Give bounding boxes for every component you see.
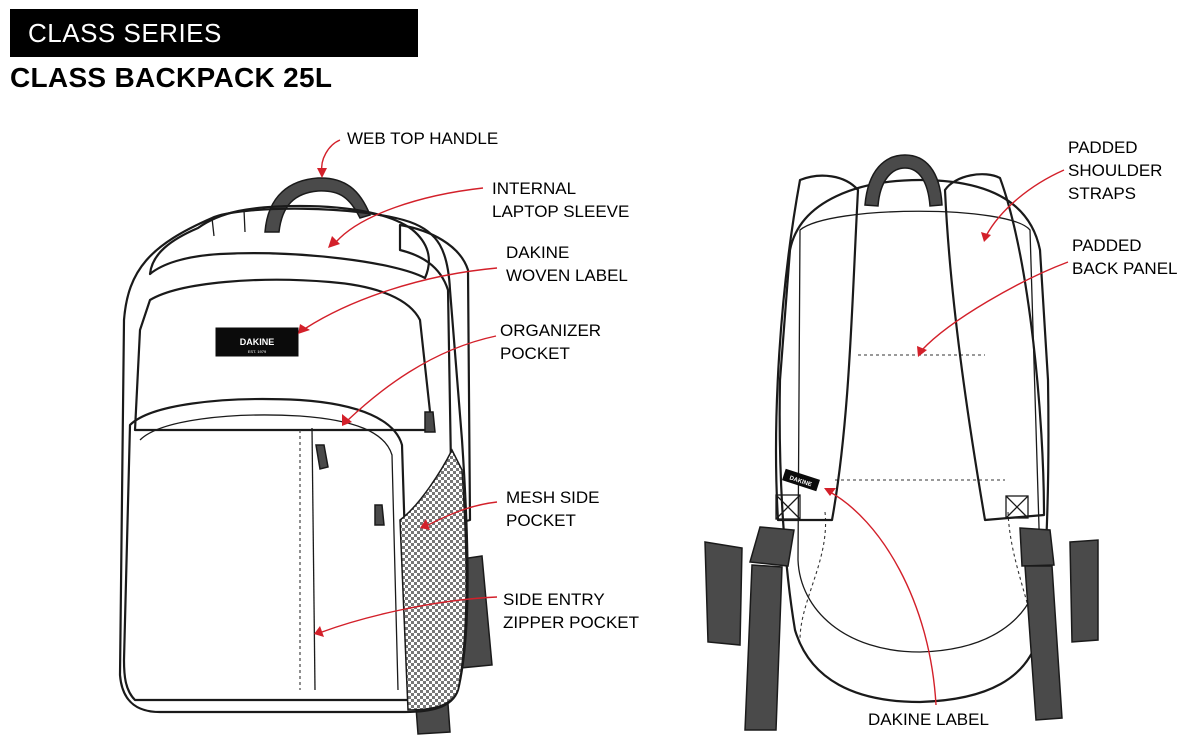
front-main-panel — [133, 278, 434, 432]
front-label-text: DAKINE — [240, 337, 275, 347]
back-left-shoulder-strap — [774, 174, 860, 522]
arrowhead-back-panel — [917, 346, 927, 357]
back-left-xbox-cross — [775, 494, 801, 520]
arrowhead-shoulder-straps — [981, 232, 991, 242]
back-panel-dash — [799, 354, 1036, 641]
front-zipper-pull-3 — [374, 504, 385, 526]
arrow-side-entry — [321, 596, 498, 633]
callout-laptop-line-1: INTERNAL — [492, 179, 577, 198]
callout-organizer-line-2: POCKET — [500, 344, 570, 363]
back-left-webbing — [744, 564, 783, 731]
callout-organizer-line-1: ORGANIZER — [500, 321, 602, 340]
callout-mesh-line-1: MESH SIDE — [506, 488, 600, 507]
back-left-side-strap — [704, 541, 743, 646]
back-body-outline — [778, 178, 1050, 704]
callout-back-panel-line-1: PADDED — [1072, 236, 1142, 255]
back-right-shoulder-strap — [943, 173, 1046, 522]
arrow-shoulder-straps — [985, 169, 1065, 237]
back-right-xbox-cross — [1005, 495, 1029, 519]
product-title: CLASS BACKPACK 25L — [10, 62, 333, 93]
callout-woven-line-1: DAKINE — [506, 243, 570, 262]
arrow-back-panel — [921, 261, 1069, 351]
callout-side-entry-line-2: ZIPPER POCKET — [503, 613, 640, 632]
callout-padded-shoulder-straps: PADDED SHOULDER STRAPS — [1068, 136, 1162, 205]
callout-side-entry-zipper-pocket: SIDE ENTRY ZIPPER POCKET — [503, 588, 639, 634]
back-view: DAKINE — [704, 154, 1099, 731]
front-view: DAKINE EST. 1979 — [118, 177, 493, 735]
front-body-outline — [118, 207, 469, 714]
arrowhead-organizer — [342, 414, 352, 426]
callout-back-panel-line-2: BACK PANEL — [1072, 259, 1178, 278]
back-label — [782, 468, 820, 492]
callout-arrows — [298, 139, 1069, 706]
callout-padded-back-panel: PADDED BACK PANEL — [1072, 234, 1178, 280]
series-banner: CLASS SERIES — [10, 9, 418, 57]
callout-internal-laptop-sleeve: INTERNAL LAPTOP SLEEVE — [492, 177, 629, 223]
callout-mesh-side-pocket: MESH SIDE POCKET — [506, 486, 600, 532]
callout-laptop-line-2: LAPTOP SLEEVE — [492, 202, 630, 221]
back-padded-panel — [797, 210, 1041, 653]
callout-shoulder-line-1: PADDED — [1068, 138, 1138, 157]
callout-woven-line-2: WOVEN LABEL — [506, 266, 628, 285]
callout-dakine-label-line-1: DAKINE LABEL — [868, 710, 989, 729]
back-right-xbox — [1005, 495, 1029, 519]
front-woven-label — [215, 327, 299, 357]
arrow-woven-label — [305, 267, 498, 329]
arrow-mesh — [427, 501, 498, 526]
arrowhead-woven-label — [298, 324, 310, 334]
arrow-web-top-handle — [321, 139, 341, 173]
callout-mesh-line-2: POCKET — [506, 511, 576, 530]
front-organizer-seam — [139, 414, 399, 691]
callout-organizer-pocket: ORGANIZER POCKET — [500, 319, 601, 365]
arrow-dakine-label — [829, 491, 937, 706]
back-right-webbing — [1024, 565, 1063, 721]
callout-dakine-label: DAKINE LABEL — [868, 708, 989, 731]
front-webbing-loop — [211, 209, 246, 237]
back-left-xbox — [775, 494, 801, 520]
back-right-side-strap — [1069, 539, 1099, 643]
front-zipper-pull-1 — [424, 411, 436, 433]
back-top-handle — [864, 154, 943, 207]
front-top-handle — [264, 177, 372, 233]
callout-dakine-woven-label: DAKINE WOVEN LABEL — [506, 241, 628, 287]
callout-web-top-handle: WEB TOP HANDLE — [347, 127, 498, 150]
front-zipper-pull-2 — [315, 444, 329, 470]
callout-shoulder-line-2: SHOULDER — [1068, 161, 1163, 180]
series-title: CLASS SERIES — [28, 18, 222, 48]
arrowhead-web-top-handle — [317, 168, 327, 178]
front-mesh-pocket — [399, 448, 467, 711]
arrow-organizer — [347, 335, 497, 421]
arrowhead-side-entry — [314, 626, 324, 637]
callout-side-entry-line-1: SIDE ENTRY — [503, 590, 605, 609]
back-right-buckle — [1019, 527, 1055, 567]
front-lid — [148, 204, 430, 280]
callout-web-top-handle-line-1: WEB TOP HANDLE — [347, 129, 499, 148]
front-organizer-pocket — [122, 397, 412, 702]
arrow-laptop-sleeve — [335, 187, 484, 243]
arrowhead-mesh — [420, 519, 430, 530]
back-left-buckle — [749, 526, 795, 567]
callout-shoulder-line-3: STRAPS — [1068, 184, 1137, 203]
front-label-subtext: EST. 1979 — [248, 349, 267, 354]
arrowhead-laptop-sleeve — [328, 236, 340, 248]
arrowhead-dakine-label — [824, 488, 836, 496]
front-side-seam — [311, 427, 316, 691]
